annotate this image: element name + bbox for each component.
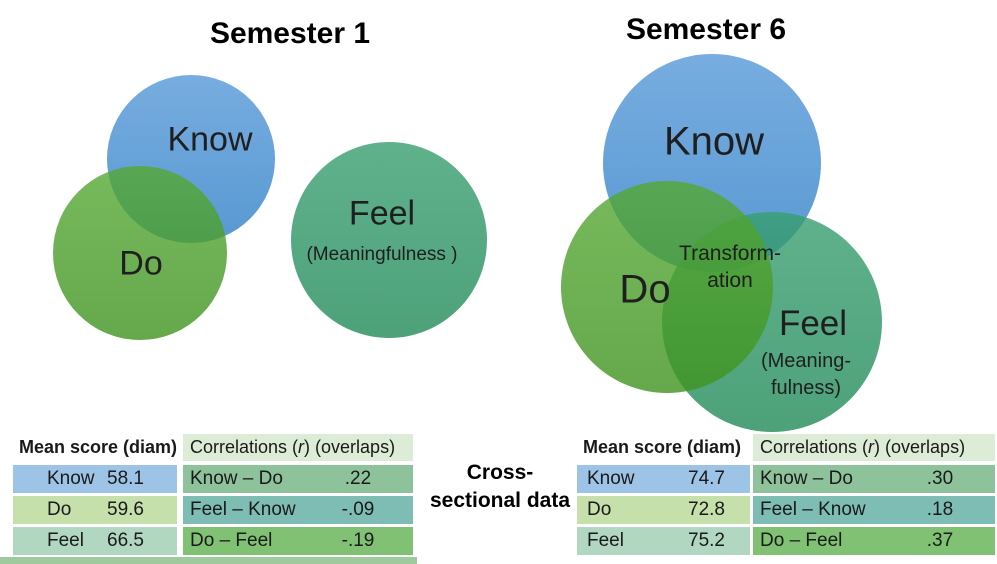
semester1-mean-header: Mean score (diam) <box>19 437 178 457</box>
semester6-overlap-line2: ation <box>707 269 753 292</box>
row-value: 75.2 <box>688 530 725 551</box>
row-label: Know – Do <box>190 468 283 489</box>
semester6-mean-do-cell: Do 72.8 <box>577 496 750 524</box>
semester6-overlap-line1: Transform- <box>679 242 781 265</box>
semester1-do-circle <box>53 166 227 340</box>
semester6-know-label: Know <box>663 119 765 164</box>
corr-header-r: r <box>868 437 875 457</box>
semester1-title: Semester 1 <box>209 17 371 50</box>
row-value: 74.7 <box>688 468 725 489</box>
semester1-feel-circle <box>291 142 487 338</box>
semester1-corr-header: Correlations (r) (overlaps) <box>183 434 413 461</box>
corr-header-suffix: ) (overlaps) <box>874 437 966 457</box>
row-label: Know <box>587 468 635 489</box>
semester1-feel-sublabel: (Meaningfulness ) <box>306 244 458 265</box>
semester1-table-row-do: Do 59.6 Feel – Know -.09 <box>13 496 413 524</box>
semester1-mean-feel-cell: Feel 66.5 <box>13 527 177 555</box>
semester1-mean-do-cell: Do 59.6 <box>13 496 177 524</box>
semester1-table-header-row: Mean score (diam) Correlations (r) (over… <box>13 434 413 461</box>
corr-header-suffix: ) (overlaps) <box>304 437 396 457</box>
row-value: .22 <box>344 468 372 489</box>
cross-sectional-note-line1: Cross- <box>466 461 534 484</box>
row-value: 59.6 <box>107 499 144 520</box>
row-value: 66.5 <box>107 530 144 551</box>
row-label: Feel <box>47 530 84 551</box>
row-value: .18 <box>926 499 954 520</box>
semester6-table-row-know: Know 74.7 Know – Do .30 <box>577 465 995 493</box>
semester6-overlap-label: Transform- ation <box>679 240 781 294</box>
corr-header-prefix: Correlations ( <box>760 437 869 457</box>
row-value: -.19 <box>341 530 375 551</box>
row-label: Feel <box>587 530 624 551</box>
semester6-feel-sublabel-line1: (Meaning- <box>760 350 852 372</box>
row-label: Feel – Know <box>190 499 296 520</box>
row-value: 72.8 <box>688 499 725 520</box>
semester6-mean-feel-cell: Feel 75.2 <box>577 527 750 555</box>
semester6-table-row-do: Do 72.8 Feel – Know .18 <box>577 496 995 524</box>
row-label: Do – Feel <box>760 530 843 551</box>
semester6-feel-label: Feel <box>778 304 848 343</box>
semester1-corr-do-feel-cell: Do – Feel -.19 <box>183 527 413 555</box>
semester1-table-row-feel: Feel 66.5 Do – Feel -.19 <box>13 527 413 555</box>
semester1-know-label: Know <box>167 120 253 159</box>
row-label: Know – Do <box>760 468 853 489</box>
cross-sectional-note-line2: sectional data <box>429 489 571 512</box>
semester1-corr-know-do-cell: Know – Do .22 <box>183 465 413 493</box>
semester6-mean-header: Mean score (diam) <box>583 437 742 457</box>
row-value: 58.1 <box>107 468 144 489</box>
row-label: Do <box>47 499 72 520</box>
semester1-feel-label: Feel <box>348 194 416 233</box>
semester6-corr-do-feel-cell: Do – Feel .37 <box>753 527 995 555</box>
semester6-corr-know-do-cell: Know – Do .30 <box>753 465 995 493</box>
cutoff-row-strip <box>0 557 417 564</box>
semester6-table-row-feel: Feel 75.2 Do – Feel .37 <box>577 527 995 555</box>
semester1-table: Mean score (diam) Correlations (r) (over… <box>13 434 413 558</box>
corr-header-prefix: Correlations ( <box>190 437 299 457</box>
cross-sectional-note: Cross- sectional data <box>400 459 600 515</box>
corr-header-r: r <box>298 437 305 457</box>
semester6-do-circle <box>561 181 773 393</box>
semester6-feel-sublabel-line2: fulness) <box>770 377 842 399</box>
row-label: Do – Feel <box>190 530 273 551</box>
semester6-title: Semester 6 <box>625 13 787 46</box>
semester1-corr-feel-know-cell: Feel – Know -.09 <box>183 496 413 524</box>
row-label: Know <box>47 468 95 489</box>
row-label: Feel – Know <box>760 499 866 520</box>
semester6-table-header-row: Mean score (diam) Correlations (r) (over… <box>577 434 995 461</box>
semester6-mean-know-cell: Know 74.7 <box>577 465 750 493</box>
row-label: Do <box>587 499 612 520</box>
row-value: .37 <box>926 530 954 551</box>
row-value: .30 <box>926 468 954 489</box>
semester1-table-row-know: Know 58.1 Know – Do .22 <box>13 465 413 493</box>
semester6-corr-header: Correlations (r) (overlaps) <box>753 434 995 461</box>
row-value: -.09 <box>341 499 375 520</box>
semester6-corr-feel-know-cell: Feel – Know .18 <box>753 496 995 524</box>
semester1-mean-know-cell: Know 58.1 <box>13 465 177 493</box>
semester1-do-label: Do <box>119 244 163 283</box>
semester6-table: Mean score (diam) Correlations (r) (over… <box>577 434 995 558</box>
semester6-feel-sublabel: (Meaning- fulness) <box>761 348 851 402</box>
semester6-do-label: Do <box>619 267 671 312</box>
